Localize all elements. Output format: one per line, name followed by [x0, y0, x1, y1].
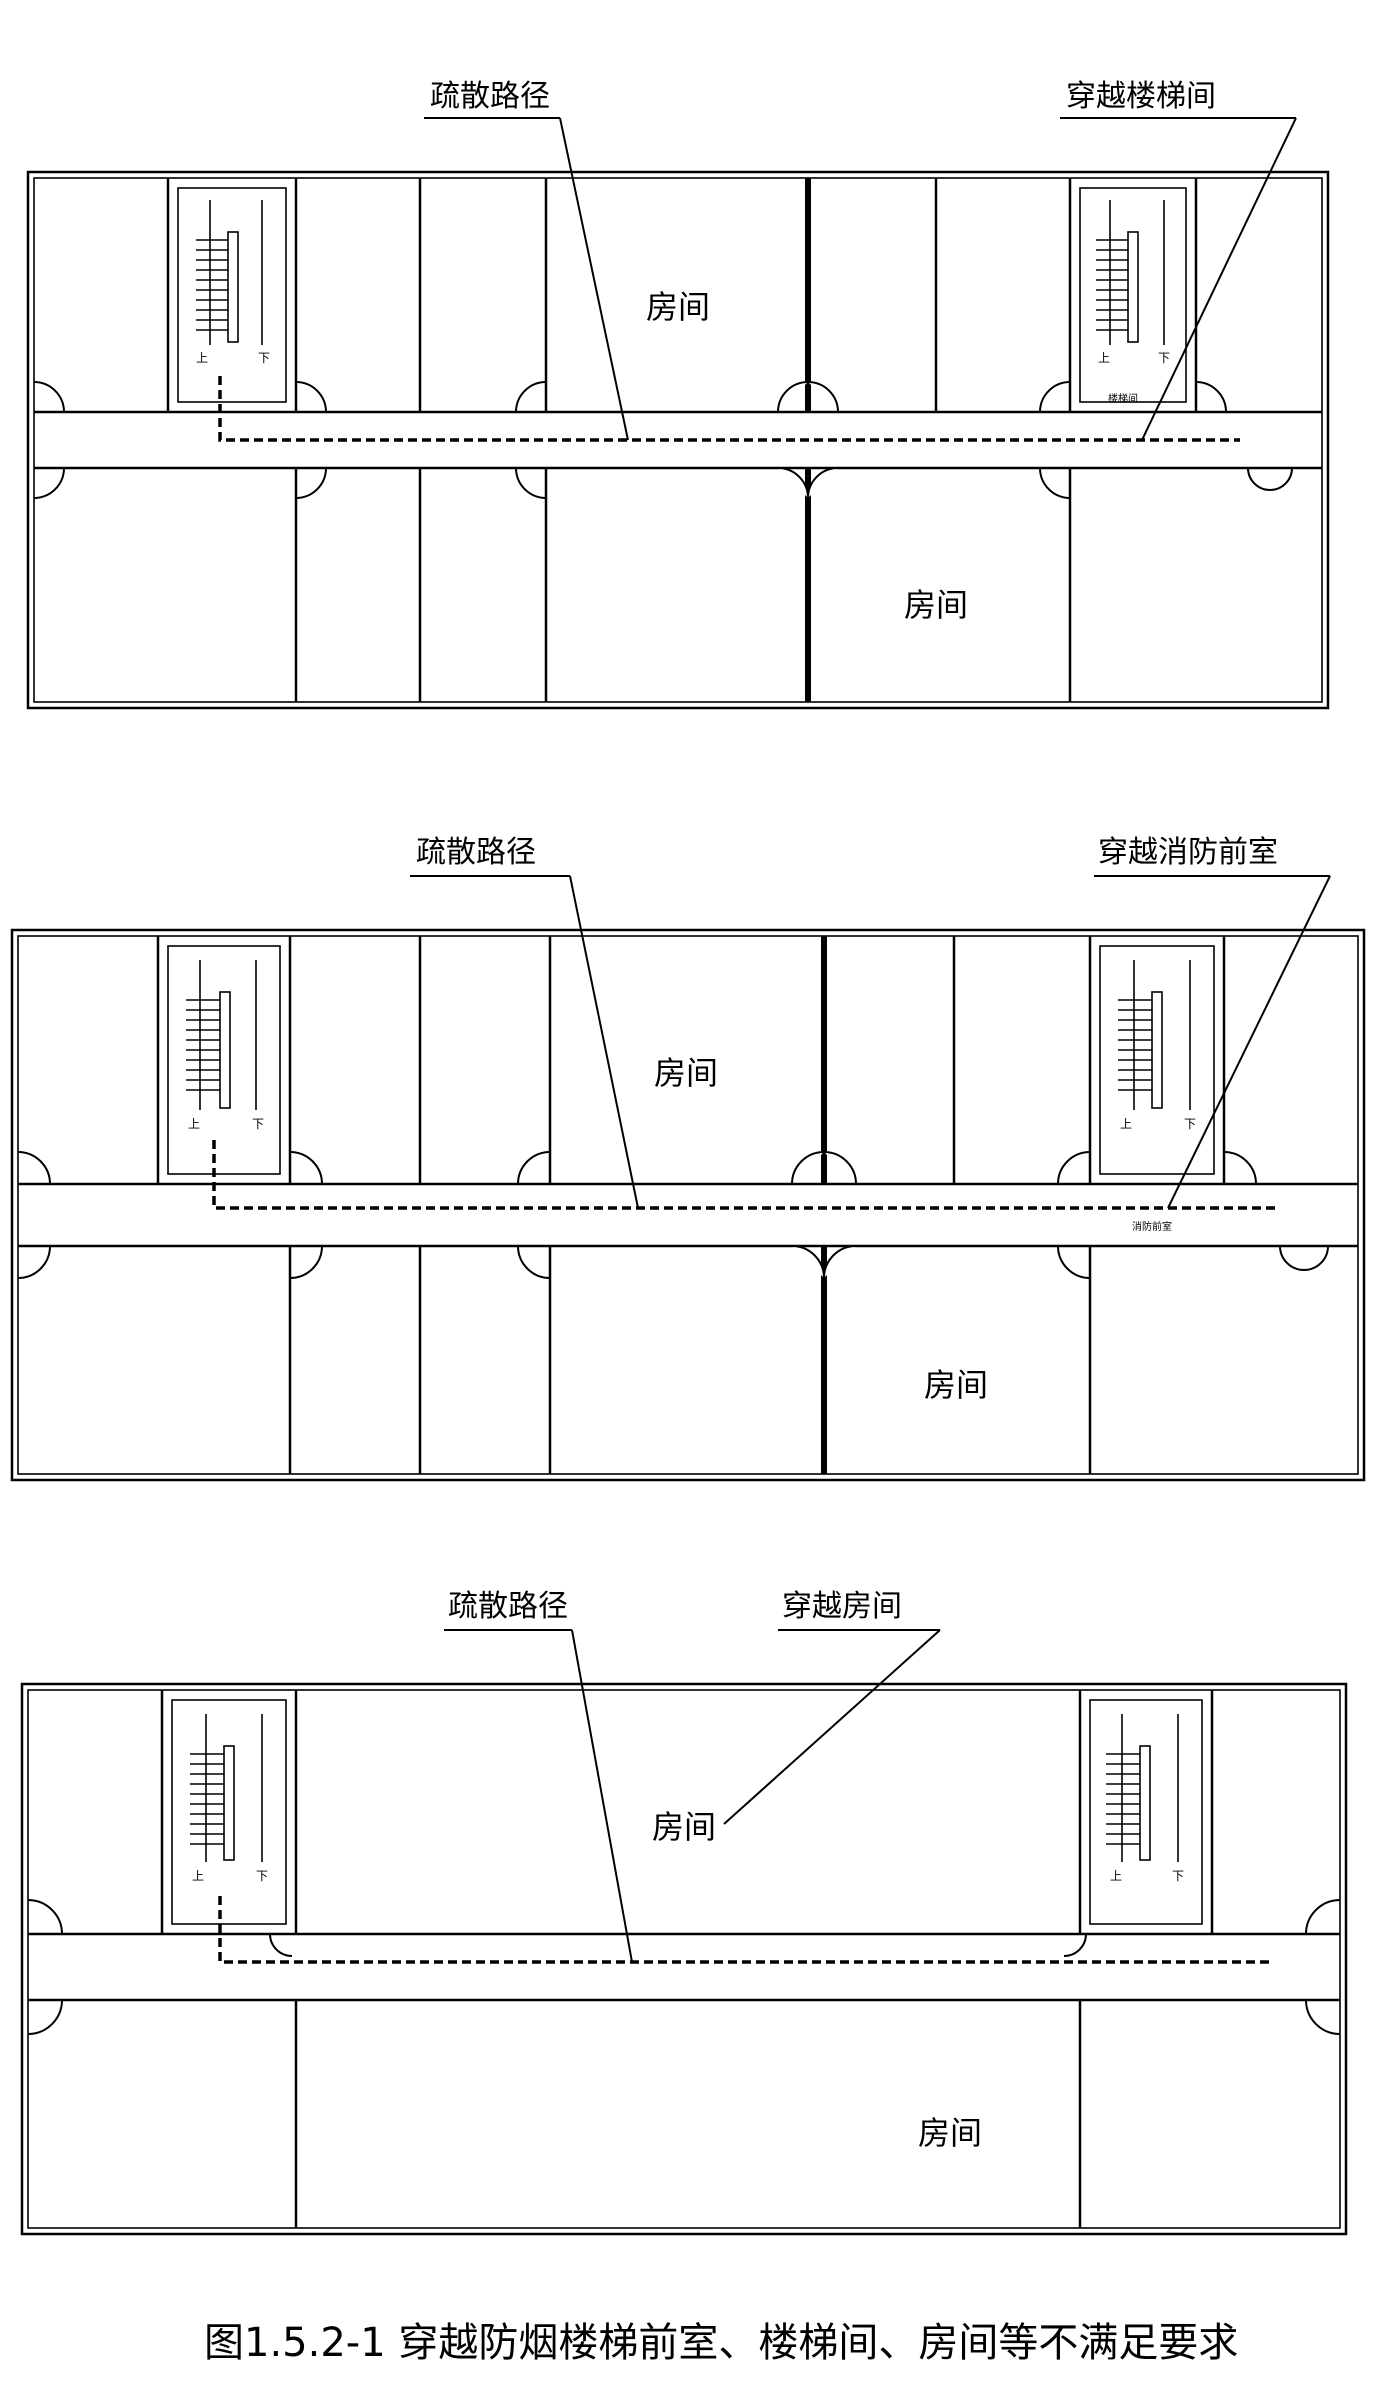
plan-3-evacuation-path: [218, 1896, 1270, 1964]
plan-3-stair-down-label: 下: [256, 1869, 268, 1883]
plan-3-stair-right: [1089, 1699, 1203, 1925]
plan-3-doors: [27, 1899, 1341, 2035]
plan-2-doors: [17, 1151, 1329, 1279]
plan-1-inner-wall: [33, 177, 1323, 703]
plan-1-top-partitions: [166, 178, 1198, 412]
plan-2-outer-wall: [10, 928, 1366, 1482]
plan-1-stair-up-label: 上: [196, 351, 208, 365]
plan-2-bottom-partitions: [288, 1246, 1092, 1474]
plan-2-path-label: 疏散路径: [416, 835, 536, 870]
plan-3-path-leader: [571, 1629, 633, 1963]
plan-2-path-leader: [569, 875, 639, 1209]
plan-2-stair-right: [1099, 945, 1215, 1175]
plan-2-stair-right-down-label: 下: [1184, 1117, 1196, 1131]
plan-3-outer-wall: [20, 1682, 1348, 2236]
plan-1-stair-left: [177, 187, 287, 403]
plan-2-evacuation-path: [212, 1140, 1276, 1210]
plan-1-outer-wall: [26, 170, 1330, 710]
plan-3-stair-right-down-label: 下: [1172, 1869, 1184, 1883]
plan-1-path-leader: [559, 117, 629, 441]
plan-1-path-label: 疏散路径: [430, 79, 550, 114]
plan-3-stair-up-label: 上: [192, 1869, 204, 1883]
plan-1-stair-right-down-label: 下: [1158, 351, 1170, 365]
plan-3-room-top-label: 房间: [652, 1808, 716, 1846]
plan-2-stair-right-up-label: 上: [1120, 1117, 1132, 1131]
plan-1-room-bottom-label: 房间: [904, 586, 968, 624]
plan-1-stair-right: [1079, 187, 1187, 403]
plan-1-bottom-partitions: [294, 468, 1072, 702]
plan-1: 上 下 上 下 楼梯间: [26, 79, 1330, 710]
plan-2-cross-leader: [1167, 875, 1331, 1209]
plan-2-room-top-label: 房间: [654, 1054, 718, 1092]
plan-1-doors: [33, 381, 1293, 499]
plan-3-inner-wall: [27, 1689, 1341, 2229]
plan-3-stair-left: [171, 1699, 287, 1925]
plan-3-cross-label: 穿越房间: [782, 1589, 902, 1624]
plan-2-room-bottom-label: 房间: [924, 1366, 988, 1404]
plan-2-stair-down-label: 下: [252, 1117, 264, 1131]
plan-3-cross-leader: [723, 1629, 941, 1825]
plan-1-stair-down-label: 下: [258, 351, 270, 365]
plan-1-space-tag: 楼梯间: [1108, 392, 1138, 405]
plan-3-path-label: 疏散路径: [448, 1589, 568, 1624]
plan-1-room-top-label: 房间: [646, 288, 710, 326]
plan-3-stair-right-up-label: 上: [1110, 1869, 1122, 1883]
plan-2-inner-wall: [17, 935, 1359, 1475]
plan-2-top-partitions: [156, 936, 1226, 1184]
plan-2-cross-label: 穿越消防前室: [1098, 835, 1278, 870]
plan-2-space-tag: 消防前室: [1132, 1220, 1172, 1233]
figure-caption: 图1.5.2-1 穿越防烟楼梯前室、楼梯间、房间等不满足要求: [204, 2320, 1238, 2366]
plan-2-stair-left: [167, 945, 281, 1175]
plan-1-stair-right-up-label: 上: [1098, 351, 1110, 365]
plan-3: 上 下 上 下 疏散: [20, 1589, 1348, 2236]
plan-2: 上 下 上 下 消防前室: [10, 835, 1366, 1482]
plan-3-room-bottom-label: 房间: [918, 2114, 982, 2152]
plan-1-cross-label: 穿越楼梯间: [1066, 79, 1216, 114]
plan-2-stair-up-label: 上: [188, 1117, 200, 1131]
plan-1-evacuation-path: [218, 376, 1240, 442]
plan-3-partitions: [160, 1690, 1214, 2228]
plan-1-cross-leader: [1141, 117, 1297, 441]
